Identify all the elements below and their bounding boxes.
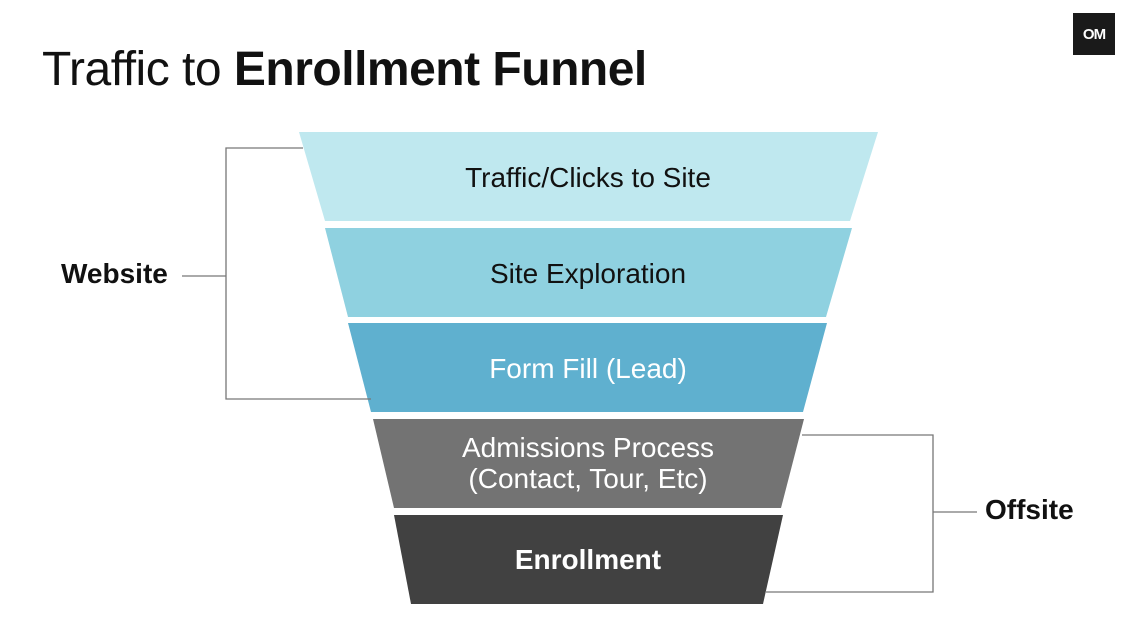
- funnel-stage-exploration: [325, 228, 852, 317]
- stage-label-enrollment: Enrollment: [514, 544, 662, 575]
- group-label-offsite: Offsite: [985, 494, 1074, 525]
- stage-label-admissions-line1: Admissions Process: [461, 432, 715, 463]
- funnel-stage-form-fill: [348, 323, 827, 412]
- title-light: Traffic to: [42, 43, 222, 96]
- stage-label-form-fill: Form Fill (Lead): [489, 353, 687, 384]
- funnel-stage-admissions: [373, 419, 804, 508]
- title-bold: Enrollment Funnel: [233, 43, 647, 96]
- stage-label-admissions-line2: (Contact, Tour, Etc): [468, 463, 708, 494]
- group-label-website: Website: [61, 258, 168, 289]
- offsite-bracket: [766, 434, 934, 593]
- stage-label-exploration: Site Exploration: [489, 258, 687, 289]
- funnel-stage-enrollment: [394, 515, 783, 604]
- logo-text: OM: [1082, 25, 1106, 43]
- om-logo-icon: OM: [1073, 13, 1115, 55]
- stage-label-traffic: Traffic/Clicks to Site: [465, 162, 711, 193]
- page-title: Traffic to Enrollment Funnel: [42, 40, 647, 100]
- funnel-stage-traffic: [299, 132, 878, 221]
- website-bracket: [225, 147, 371, 400]
